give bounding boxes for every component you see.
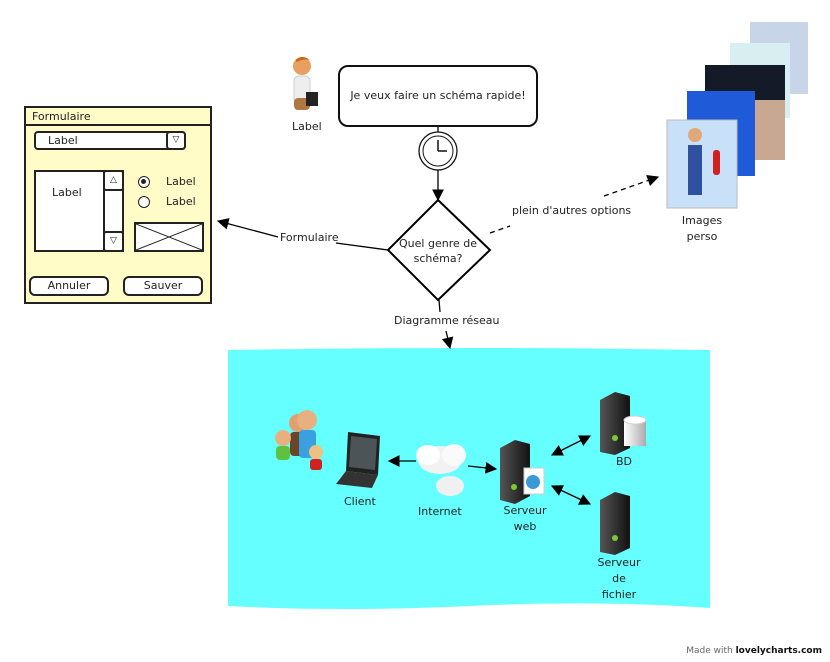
listbox-item: Label: [52, 186, 82, 199]
webserver-label: Serveur web: [500, 503, 550, 535]
internet-cloud-icon: [416, 444, 466, 496]
chevron-down-icon[interactable]: ▽: [166, 131, 186, 150]
scroll-down-icon[interactable]: ▽: [103, 231, 124, 252]
images-stack-icon: [666, 22, 808, 209]
fileserver-label-line-3: fichier: [601, 588, 637, 601]
images-label-line-1: Images: [681, 214, 723, 227]
save-button[interactable]: Sauver: [123, 276, 203, 296]
speech-bubble: Je veux faire un schéma rapide!: [338, 65, 538, 127]
edge-decision-to-images: [489, 225, 511, 234]
form-mockup: Formulaire Label ▽ Label △ ▽ Label Label…: [24, 106, 212, 304]
images-label-line-2: perso: [686, 230, 718, 243]
dropdown-value: Label: [48, 134, 78, 147]
edge-webserver-fileserver: [550, 485, 592, 505]
form-title: Formulaire: [26, 108, 210, 126]
decision-line-2: schéma?: [413, 252, 463, 265]
dropdown[interactable]: Label ▽: [34, 131, 186, 150]
client-label: Client: [344, 495, 376, 508]
scroll-up-icon[interactable]: △: [103, 170, 124, 191]
family-icon: [275, 410, 323, 470]
edge-cloud-to-webserver: [467, 462, 498, 474]
database-server-icon: [600, 392, 647, 455]
edge-decision-to-network: [438, 299, 441, 313]
edge-label-formulaire: Formulaire: [280, 231, 339, 244]
person-icon: [293, 57, 318, 110]
images-label: Images perso: [672, 213, 732, 245]
cancel-button[interactable]: Annuler: [29, 276, 109, 296]
db-label: BD: [616, 455, 633, 468]
fileserver-label-line-1: Serveur: [597, 556, 641, 569]
internet-label: Internet: [418, 505, 462, 518]
radio-1[interactable]: [138, 176, 150, 188]
edge-label-options: plein d'autres options: [512, 204, 632, 217]
fileserver-label-line-2: de: [612, 572, 626, 585]
person-label: Label: [292, 120, 322, 133]
radio-1-label: Label: [166, 175, 196, 188]
decision-diamond: [386, 198, 492, 302]
radio-2-label: Label: [166, 195, 196, 208]
file-server-icon: [600, 492, 630, 555]
footer-prefix: Made with: [686, 646, 733, 656]
scrollbar-track[interactable]: [103, 172, 105, 250]
footer-credit: Made with lovelycharts.com: [686, 646, 822, 656]
decision-text: Quel genre de schéma?: [398, 236, 478, 266]
edge-label-network: Diagramme réseau: [394, 314, 500, 327]
edge-decision-to-form: [335, 242, 389, 251]
listbox[interactable]: Label △ ▽: [34, 170, 124, 252]
edge-webserver-db: [550, 435, 592, 456]
decision-line-1: Quel genre de: [399, 237, 477, 250]
webserver-label-line-1: Serveur: [503, 504, 547, 517]
radio-2[interactable]: [138, 196, 150, 208]
clock-icon: [418, 131, 458, 171]
network-area: [228, 348, 710, 609]
image-placeholder: [134, 222, 204, 252]
laptop-icon: [336, 432, 380, 488]
web-server-icon: [500, 440, 545, 504]
footer-brand-link[interactable]: lovelycharts.com: [735, 646, 822, 656]
fileserver-label: Serveur de fichier: [594, 555, 644, 603]
webserver-label-line-2: web: [513, 520, 537, 533]
